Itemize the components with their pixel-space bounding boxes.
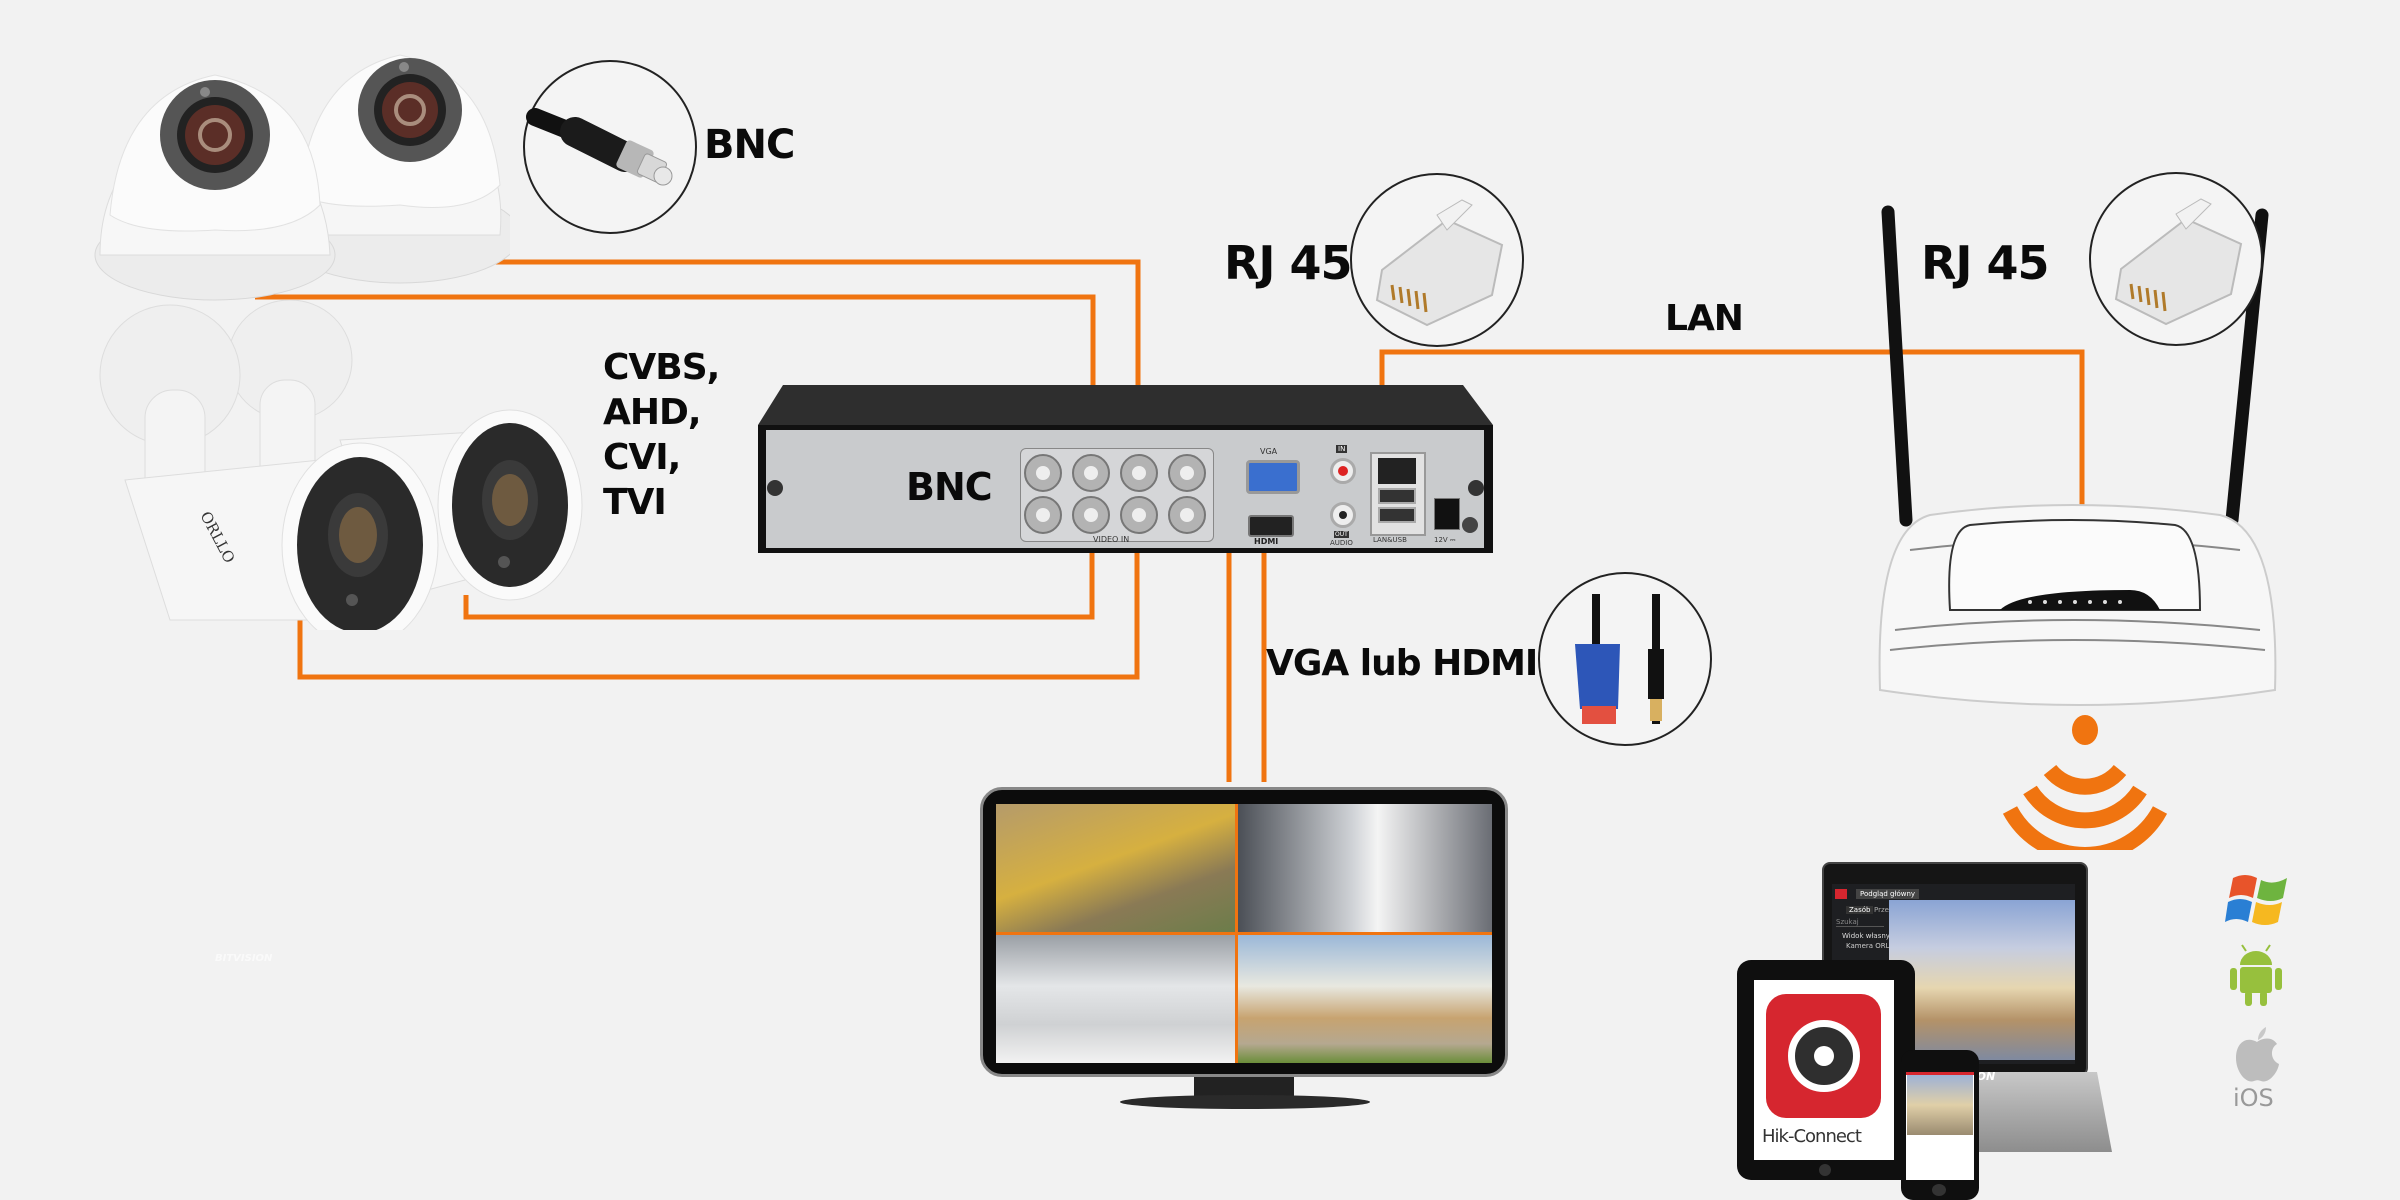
power-label: 12V ⎓	[1434, 536, 1456, 544]
windows-icon	[2225, 875, 2287, 925]
video-in-label: VIDEO IN	[1093, 535, 1130, 544]
monitor	[980, 787, 1508, 1121]
vga-hdmi-cable-icon	[1575, 594, 1664, 724]
signal-type-cvi: CVI,	[603, 437, 681, 478]
usb-port-1[interactable]	[1378, 488, 1416, 504]
audio-out-port[interactable]	[1330, 502, 1356, 528]
audio-in-label: IN	[1336, 445, 1348, 453]
ios-label: iOS	[2233, 1084, 2274, 1112]
lan-usb-label: LAN&USB	[1373, 536, 1407, 544]
wifi-icon	[2002, 715, 2168, 850]
camera-view-office	[996, 935, 1235, 1063]
power-port[interactable]	[1434, 498, 1460, 530]
camera-view-construction	[996, 804, 1235, 932]
vga-port[interactable]	[1246, 460, 1300, 494]
signal-type-cvbs: CVBS,	[603, 347, 720, 388]
phone-screen	[1906, 1072, 1974, 1180]
bullet-camera-1: ORLLO	[99, 304, 439, 630]
wire-bullet-1-to-dvr	[297, 517, 1140, 680]
laptop-app-logo-icon	[1835, 889, 1847, 899]
rj45-router-label: RJ 45	[1921, 236, 2050, 290]
audio-label: AUDIO	[1330, 539, 1353, 547]
dvr-bnc-label: BNC	[906, 465, 993, 509]
smartphone	[1901, 1050, 1979, 1200]
video-in-panel	[1020, 448, 1214, 542]
monitor-screen	[996, 804, 1492, 1063]
hik-connect-label: Hik-Connect	[1762, 1126, 1862, 1147]
hik-connect-app-icon[interactable]	[1766, 994, 1881, 1118]
hdmi-port-label: HDMI	[1254, 537, 1279, 546]
laptop-subtab-resource[interactable]: Zasób	[1846, 906, 1874, 914]
signal-type-ahd: AHD,	[603, 392, 702, 433]
rj45-dvr-callout	[1350, 173, 1524, 347]
watermark: BITVISION	[215, 953, 273, 964]
dome-camera-1	[94, 74, 336, 301]
signal-types-label: CVBS, AHD, CVI, TVI	[603, 345, 720, 525]
bnc-connector-callout	[523, 60, 697, 234]
dome-cameras	[94, 54, 510, 301]
audio-in-port[interactable]	[1330, 458, 1356, 484]
android-icon	[2230, 944, 2282, 1006]
signal-type-tvi: TVI	[603, 482, 667, 523]
video-output-label: VGA lub HDMI	[1266, 643, 1538, 684]
tablet: Hik-Connect	[1737, 960, 1915, 1180]
camera-view-warehouse	[1238, 804, 1492, 932]
apple-icon	[2236, 1027, 2279, 1082]
lan-usb-block	[1370, 452, 1426, 536]
laptop-camera-view	[1889, 900, 2075, 1060]
wire-bullet-2-to-dvr	[463, 517, 1095, 620]
laptop-search-input[interactable]: Szukaj	[1836, 918, 1884, 927]
laptop-screen: Podgląd główny Zasób Przełącz... Szukaj …	[1832, 884, 2075, 1064]
dome-camera-2	[279, 54, 510, 284]
lan-port[interactable]	[1378, 458, 1416, 484]
rj45-connector-icon	[1375, 199, 1504, 327]
tablet-screen: Hik-Connect	[1754, 980, 1894, 1160]
rj45-dvr-label: RJ 45	[1224, 236, 1353, 290]
dvr-recorder: BNC VIDEO IN VGA HDMI IN OUT AUDIO	[758, 385, 1493, 553]
router-antenna-left	[1881, 205, 1913, 527]
bnc-connector-icon	[526, 108, 673, 186]
laptop-tree-item-view[interactable]: Widok własny	[1842, 932, 1890, 940]
rj45-connector-icon	[2114, 198, 2243, 326]
ground-screw-icon	[1462, 517, 1478, 533]
vga-hdmi-cable-callout	[1538, 572, 1712, 746]
hdmi-port[interactable]	[1248, 515, 1294, 537]
rj45-router-callout	[2089, 172, 2263, 346]
laptop-tree-item-camera[interactable]: Kamera ORLLO	[1846, 942, 1899, 950]
camera-view-house	[1238, 935, 1492, 1063]
laptop-app-tab[interactable]: Podgląd główny	[1856, 889, 1920, 899]
bnc-cable-label: BNC	[704, 122, 795, 168]
vga-port-label: VGA	[1260, 447, 1278, 456]
audio-out-label: OUT	[1334, 531, 1349, 538]
phone-camera-view	[1907, 1075, 1973, 1135]
usb-port-2[interactable]	[1378, 507, 1416, 523]
bullet-cameras: ORLLO	[99, 300, 583, 630]
lan-label: LAN	[1665, 298, 1744, 339]
